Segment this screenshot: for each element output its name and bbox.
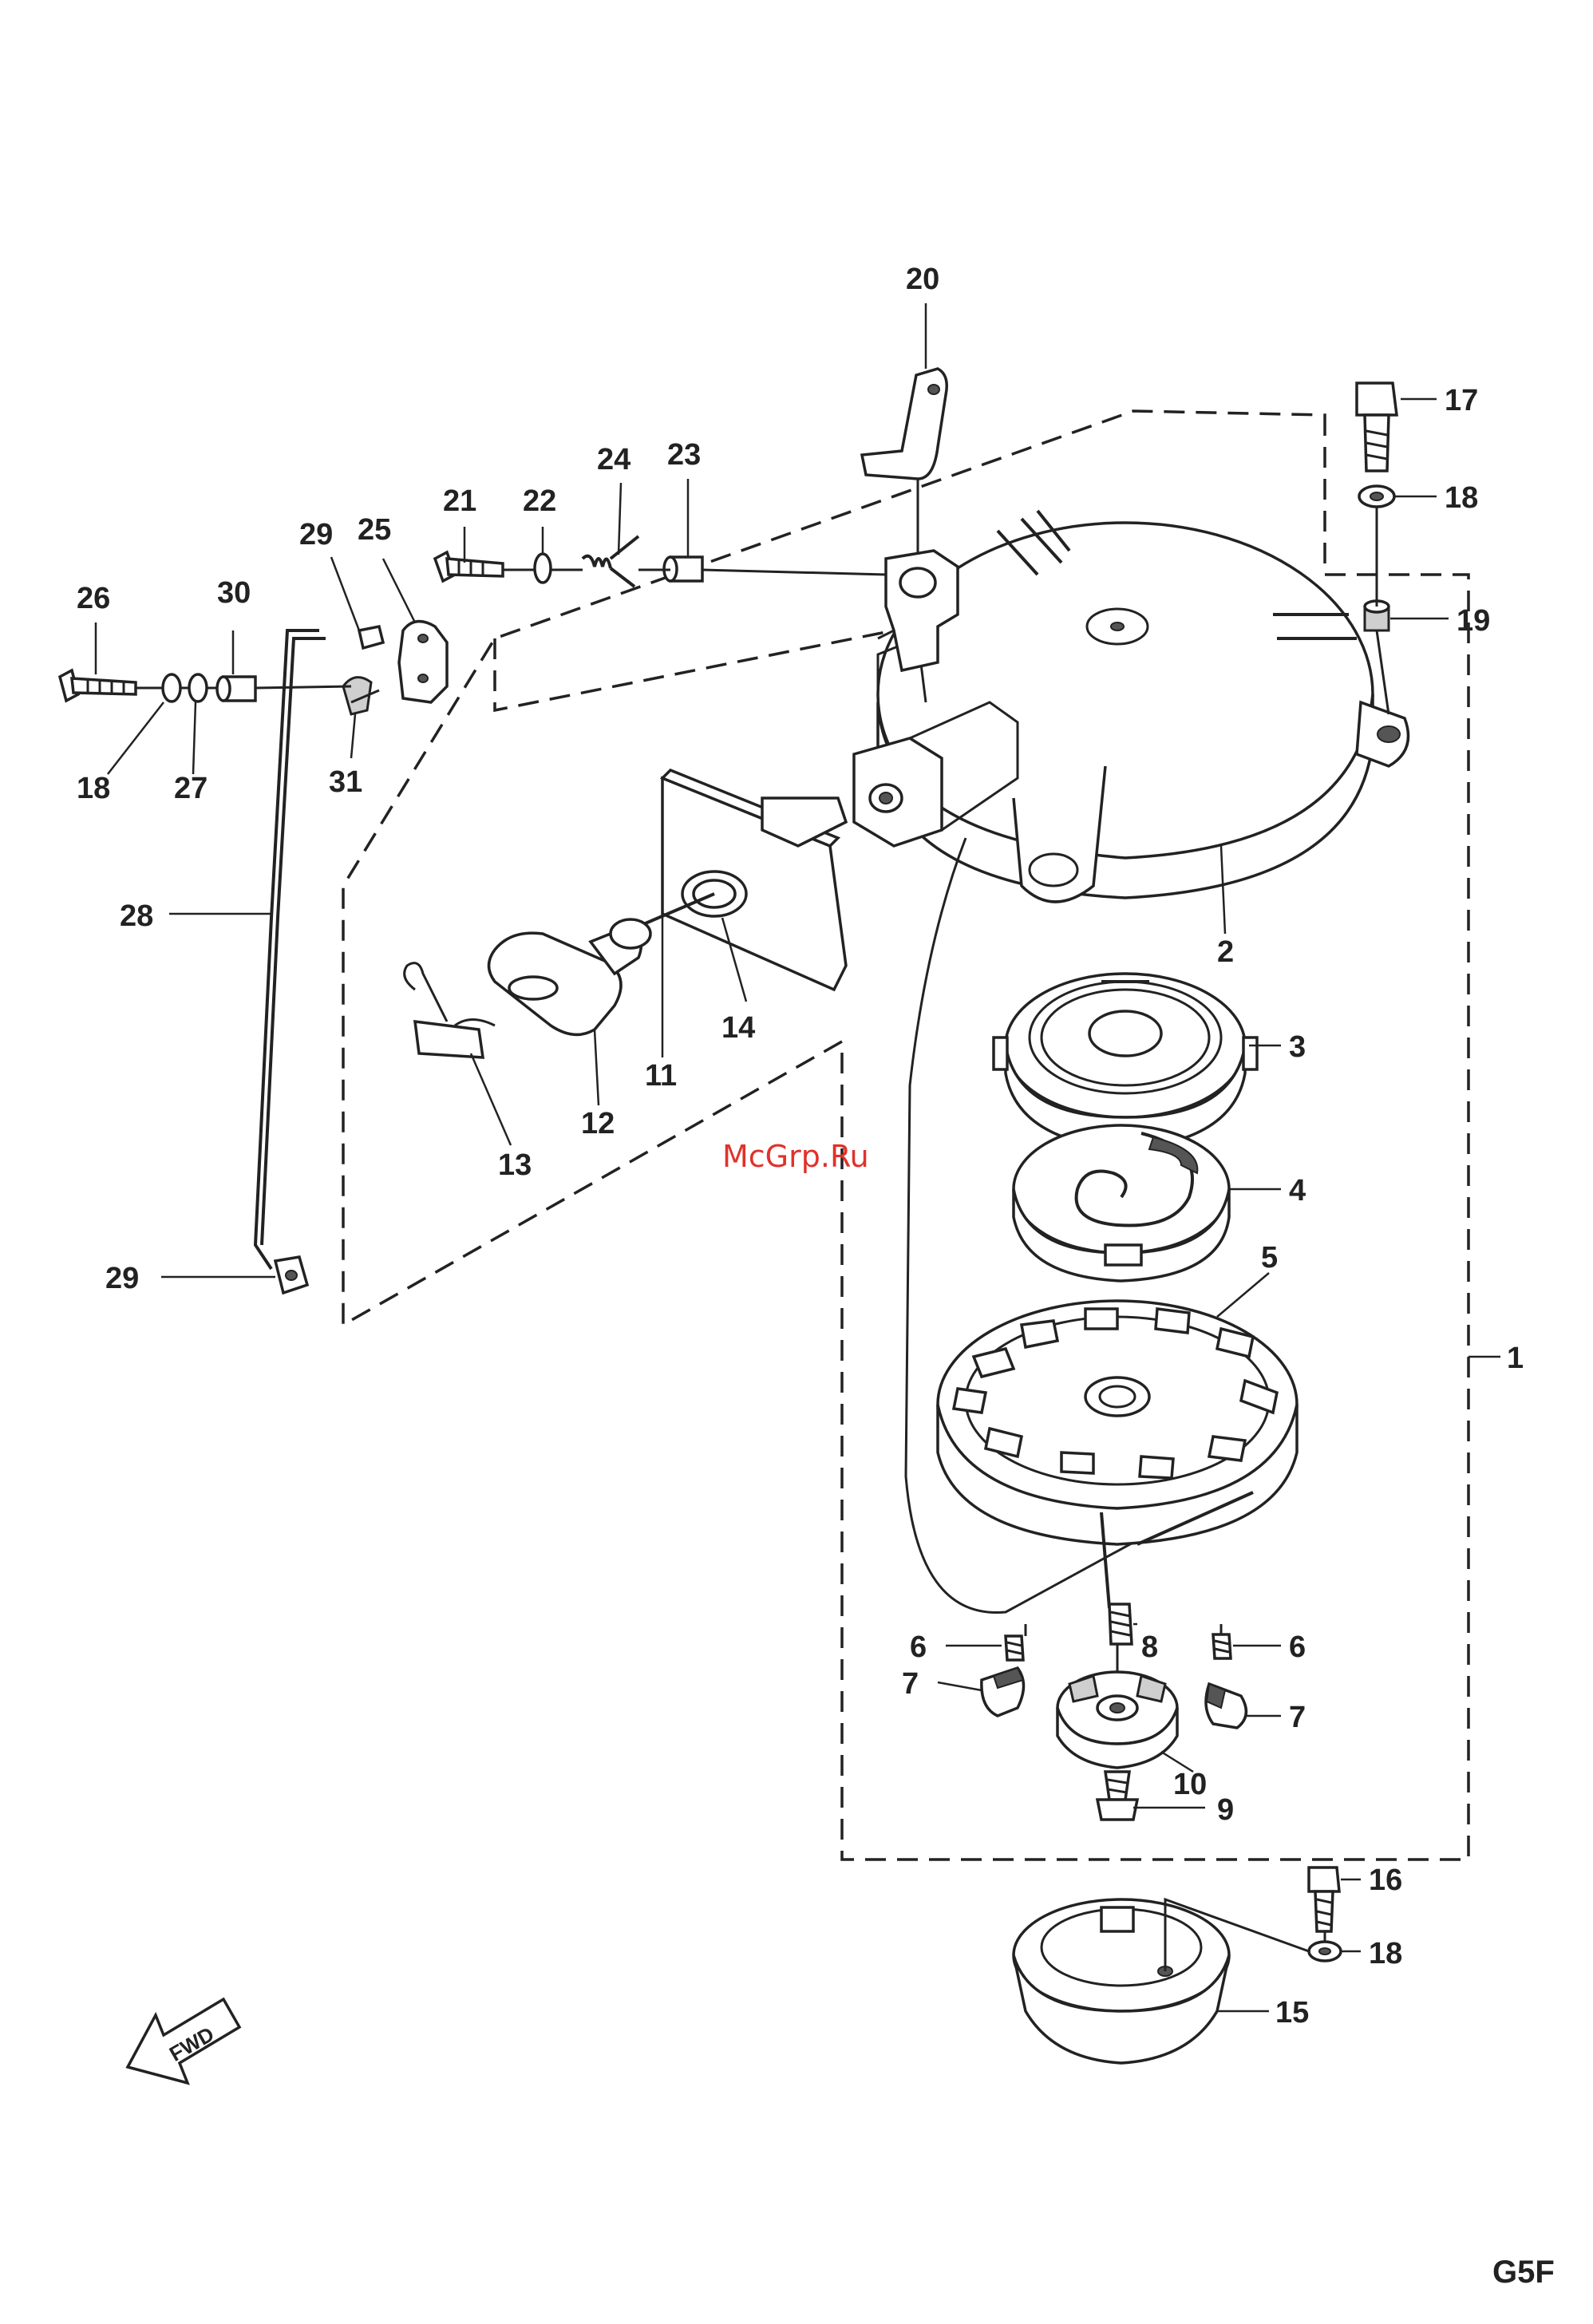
callout-20: 20 bbox=[906, 263, 939, 296]
callout-23: 23 bbox=[667, 438, 701, 472]
callout-21: 21 bbox=[443, 484, 476, 518]
callout-31: 31 bbox=[329, 765, 362, 799]
washer-18-left bbox=[163, 674, 180, 702]
linkage-outline bbox=[495, 630, 894, 710]
watermark-text: McGrp.Ru bbox=[722, 1139, 869, 1174]
callout-27: 27 bbox=[174, 772, 208, 805]
callout-5: 5 bbox=[1261, 1241, 1278, 1275]
callout-14: 14 bbox=[721, 1011, 755, 1045]
spring-6-left bbox=[1006, 1636, 1023, 1660]
rope-guide-14 bbox=[662, 770, 846, 990]
pawl-7-left bbox=[982, 1668, 1024, 1716]
rope-drum-5 bbox=[938, 1301, 1297, 1608]
callout-22: 22 bbox=[523, 484, 556, 518]
callout-11: 11 bbox=[645, 1059, 677, 1093]
callout-9: 9 bbox=[1217, 1793, 1234, 1827]
screw-21 bbox=[435, 552, 503, 581]
spring-8 bbox=[1109, 1604, 1132, 1644]
callout-8: 8 bbox=[1141, 1630, 1158, 1664]
callout-1: 1 bbox=[1507, 1342, 1524, 1375]
bolt-17 bbox=[1357, 383, 1397, 471]
callout-6-left: 6 bbox=[910, 1630, 927, 1664]
starter-pulley-15 bbox=[1014, 1899, 1229, 2063]
callout-17: 17 bbox=[1445, 384, 1478, 417]
washer-18-bottom bbox=[1309, 1942, 1341, 1961]
callout-29-bottom: 29 bbox=[105, 1262, 139, 1295]
page-code: G5F bbox=[1492, 2255, 1555, 2290]
callout-29-top: 29 bbox=[299, 518, 333, 551]
callout-3: 3 bbox=[1289, 1030, 1306, 1064]
clip-29-top bbox=[359, 626, 383, 648]
lever-20 bbox=[862, 369, 947, 559]
spring-24 bbox=[583, 536, 638, 587]
callout-15: 15 bbox=[1275, 1996, 1309, 2030]
handle-12 bbox=[489, 919, 651, 1034]
callout-13: 13 bbox=[498, 1148, 532, 1182]
callout-18-top: 18 bbox=[1445, 481, 1478, 515]
spring-6-right bbox=[1213, 1634, 1231, 1658]
callout-16: 16 bbox=[1369, 1864, 1402, 1897]
spring-case-3 bbox=[994, 974, 1257, 1149]
screw-26 bbox=[60, 670, 136, 701]
callout-26: 26 bbox=[77, 582, 110, 615]
callout-25: 25 bbox=[358, 513, 391, 547]
plate-25 bbox=[399, 622, 447, 702]
washer-27 bbox=[189, 674, 207, 702]
screw-9 bbox=[1097, 1772, 1137, 1820]
callout-18-left: 18 bbox=[77, 772, 110, 805]
ratchet-10 bbox=[1057, 1672, 1177, 1768]
rod-28 bbox=[255, 630, 326, 1269]
callout-24: 24 bbox=[597, 443, 630, 476]
callout-4: 4 bbox=[1289, 1174, 1306, 1207]
callout-10: 10 bbox=[1173, 1768, 1207, 1801]
clip-13 bbox=[405, 963, 495, 1057]
callout-28: 28 bbox=[120, 899, 153, 933]
callout-6-right: 6 bbox=[1289, 1630, 1306, 1664]
callout-12: 12 bbox=[581, 1107, 615, 1140]
pawl-7-right bbox=[1206, 1684, 1246, 1728]
callout-7-left: 7 bbox=[902, 1667, 919, 1701]
clip-29-bottom bbox=[275, 1257, 307, 1293]
collar-30 bbox=[217, 677, 255, 701]
spring-31 bbox=[343, 678, 379, 714]
callout-7-right: 7 bbox=[1289, 1701, 1306, 1734]
washer-22 bbox=[535, 554, 551, 583]
fwd-arrow-icon: FWD bbox=[128, 1999, 239, 2083]
bolt-16 bbox=[1309, 1868, 1339, 1931]
callout-18-bottom: 18 bbox=[1369, 1937, 1402, 1970]
washer-18-top bbox=[1359, 486, 1394, 507]
callout-2: 2 bbox=[1217, 935, 1234, 969]
callout-19: 19 bbox=[1457, 604, 1490, 638]
callout-30: 30 bbox=[217, 576, 251, 610]
spiral-spring-4 bbox=[1014, 1125, 1229, 1281]
